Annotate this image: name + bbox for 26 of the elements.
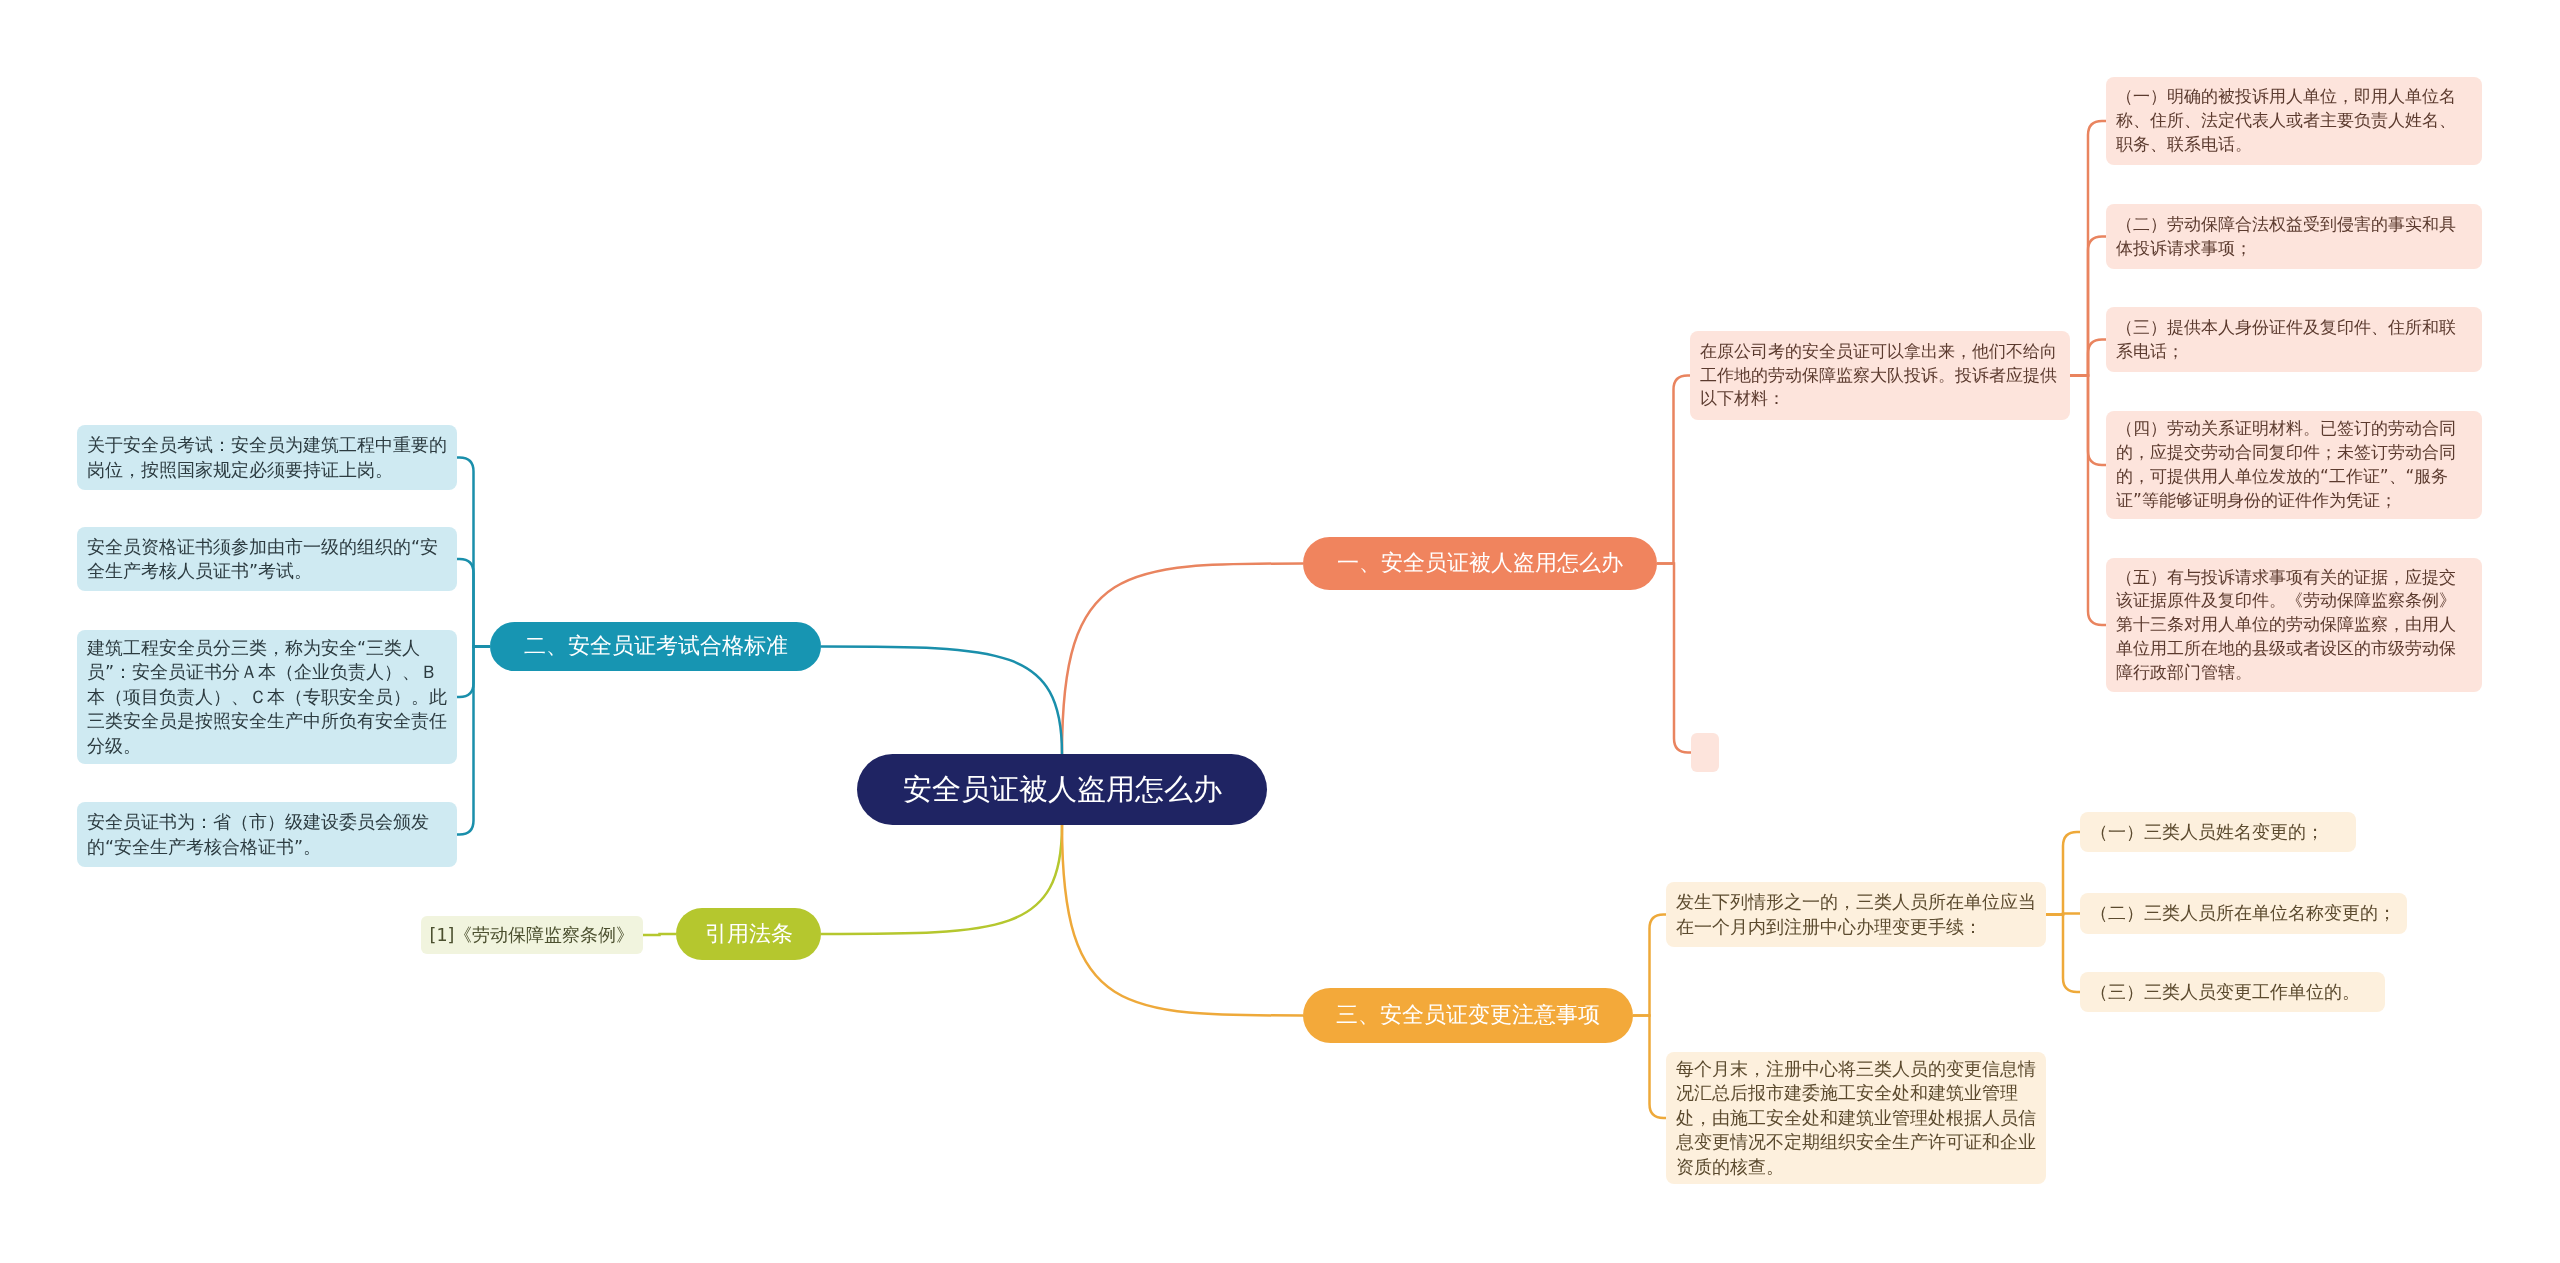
leaf-box: （二）三类人员所在单位名称变更的； [2080, 893, 2407, 934]
empty-box [1691, 733, 1719, 772]
leaf-box: （三）三类人员变更工作单位的。 [2080, 972, 2385, 1012]
root-topic: 安全员证被人盗用怎么办 [857, 754, 1267, 825]
leaf-box: 安全员资格证书须参加由市一级的组织的“安全生产考核人员证书”考试。 [77, 527, 457, 591]
leaf-box: 建筑工程安全员分三类，称为安全“三类人员”：安全员证书分Ａ本（企业负责人）、Ｂ本（项目负责人）、Ｃ本（专职安全员）。此三类安全员是按照安全生产中所负有安全责任分级。 [77, 630, 457, 764]
branch-topic: 引用法条 [676, 908, 821, 960]
branch-topic: 二、安全员证考试合格标准 [490, 622, 821, 671]
leaf-box: （一）三类人员姓名变更的； [2080, 812, 2356, 852]
leaf-box: （四）劳动关系证明材料。已签订的劳动合同的，应提交劳动合同复印件；未签订劳动合同的，可提供用人单位发放的“工作证”、“服务证”等能够证明身份的证件作为凭证； [2106, 411, 2482, 519]
branch-topic: 三、安全员证变更注意事项 [1303, 988, 1633, 1043]
leaf-box: （三）提供本人身份证件及复印件、住所和联系电话； [2106, 307, 2482, 372]
leaf-box: （一）明确的被投诉用人单位，即用人单位名称、住所、法定代表人或者主要负责人姓名、职务、联系电话。 [2106, 77, 2482, 165]
leaf-box: 发生下列情形之一的，三类人员所在单位应当在一个月内到注册中心办理变更手续： [1666, 882, 2046, 947]
branch-topic: 一、安全员证被人盗用怎么办 [1303, 537, 1657, 590]
leaf-box: （五）有与投诉请求事项有关的证据，应提交该证据原件及复印件。《劳动保障监察条例》第十三条对用人单位的劳动保障监察，由用人单位用工所在地的县级或者设区的市级劳动保障行政部门管辖。 [2106, 558, 2482, 692]
leaf-box: 在原公司考的安全员证可以拿出来，他们不给向工作地的劳动保障监察大队投诉。投诉者应提供以下材料： [1690, 331, 2070, 420]
leaf-box: （二）劳动保障合法权益受到侵害的事实和具体投诉请求事项； [2106, 204, 2482, 269]
leaf-box: 每个月末，注册中心将三类人员的变更信息情况汇总后报市建委施工安全处和建筑业管理处，由施工安全处和建筑业管理处根据人员信息变更情况不定期组织安全生产许可证和企业资质的核查。 [1666, 1052, 2046, 1184]
leaf-box: 关于安全员考试：安全员为建筑工程中重要的岗位，按照国家规定必须要持证上岗。 [77, 425, 457, 490]
leaf-box: [1]《劳动保障监察条例》 [421, 916, 643, 954]
connector [1657, 562, 1691, 754]
connector [1060, 824, 1303, 1017]
connector [821, 645, 1064, 755]
leaf-box: 安全员证书为：省（市）级建设委员会颁发的“安全生产考核合格证书”。 [77, 802, 457, 867]
connector [643, 932, 676, 937]
